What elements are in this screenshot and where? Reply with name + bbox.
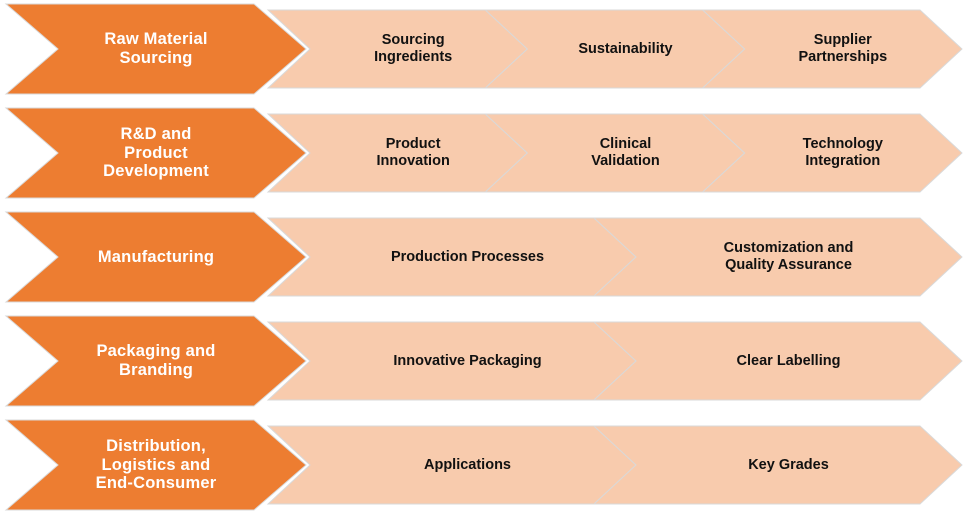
sub-item-label: Product Innovation [376, 136, 450, 169]
stage-label: Distribution, Logistics and End-Consumer [95, 436, 217, 493]
sub-item-label: Technology Integration [802, 136, 883, 169]
sub-item-label: Production Processes [390, 248, 545, 265]
sub-item-label: Applications [423, 456, 511, 473]
stage-label: R&D and Product Development [103, 124, 209, 181]
sub-item-label: Supplier Partnerships [798, 32, 888, 65]
sub-chevron-0-2 [701, 9, 963, 89]
sub-item-label: Innovative Packaging [393, 352, 542, 369]
sub-item-label: Clinical Validation [591, 136, 660, 169]
stage-chevron-3 [4, 315, 307, 407]
sub-chevron-1-2 [701, 113, 963, 193]
sub-chevron-3-1 [592, 321, 963, 401]
sub-chevron-4-1 [592, 425, 963, 505]
sub-item-label: Customization and Quality Assurance [723, 240, 854, 273]
sub-chevron-2-1 [592, 217, 963, 297]
sub-item-label: Key Grades [748, 456, 829, 473]
sub-item-label: Clear Labelling [736, 352, 841, 369]
stage-label: Packaging and Branding [96, 342, 216, 379]
sub-item-label: Sustainability [578, 40, 673, 57]
stage-chevron-4 [4, 419, 307, 511]
stage-chevron-0 [4, 3, 307, 95]
stage-label: Raw Material Sourcing [104, 30, 208, 67]
stage-label: Manufacturing [97, 247, 215, 266]
sub-item-label: Sourcing Ingredients [374, 32, 453, 65]
stage-chevron-2 [4, 211, 307, 303]
stage-chevron-1 [4, 107, 307, 199]
